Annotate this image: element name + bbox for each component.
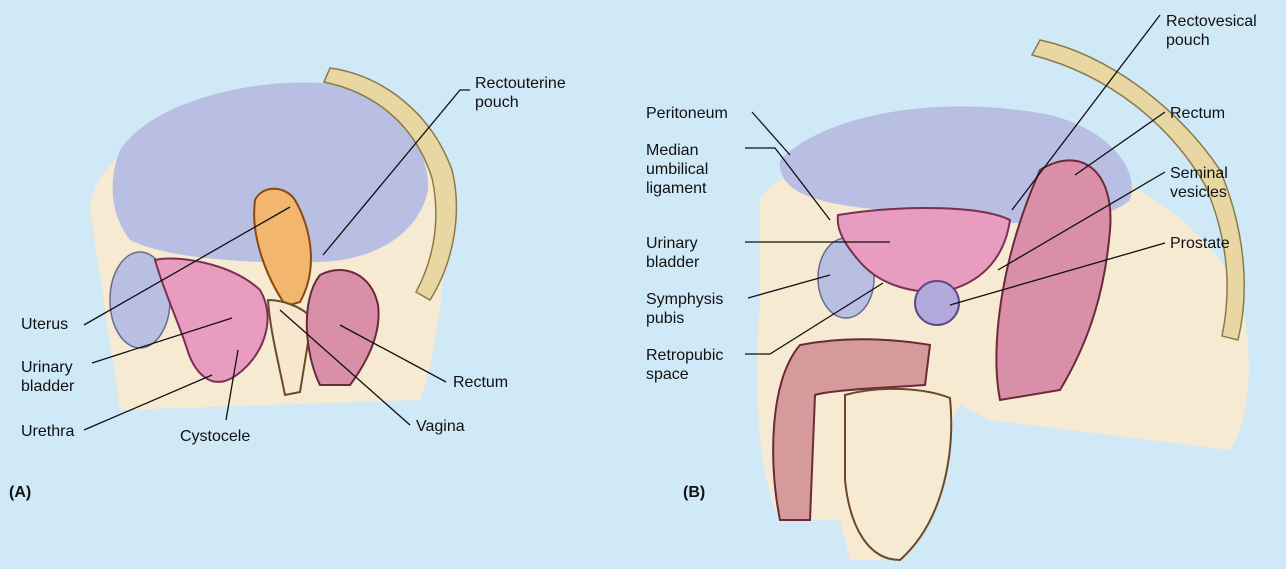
label-b-median-umbilical-ligament: Median umbilical ligament	[646, 141, 708, 198]
label-a-rectum: Rectum	[453, 373, 508, 392]
label-a-vagina: Vagina	[416, 417, 465, 436]
label-b-retropubic-space: Retropubic space	[646, 346, 723, 384]
panel-b-tag: (B)	[683, 484, 705, 502]
label-a-urinary-bladder: Urinary bladder	[21, 358, 74, 396]
label-a-urethra: Urethra	[21, 422, 74, 441]
b-scrotum	[845, 389, 951, 560]
label-b-peritoneum: Peritoneum	[646, 104, 728, 123]
label-b-rectovesical-pouch: Rectovesical pouch	[1166, 12, 1257, 50]
label-a-uterus: Uterus	[21, 315, 68, 334]
label-b-seminal-vesicles: Seminal vesicles	[1170, 164, 1228, 202]
label-a-cystocele: Cystocele	[180, 427, 250, 446]
label-a-rectouterine-pouch: Rectouterine pouch	[475, 74, 566, 112]
label-b-symphysis-pubis: Symphysis pubis	[646, 290, 723, 328]
label-b-urinary-bladder: Urinary bladder	[646, 234, 699, 272]
panel-a-tag: (A)	[9, 484, 31, 502]
label-b-prostate: Prostate	[1170, 234, 1230, 253]
b-prostate	[915, 281, 959, 325]
label-b-rectum: Rectum	[1170, 104, 1225, 123]
